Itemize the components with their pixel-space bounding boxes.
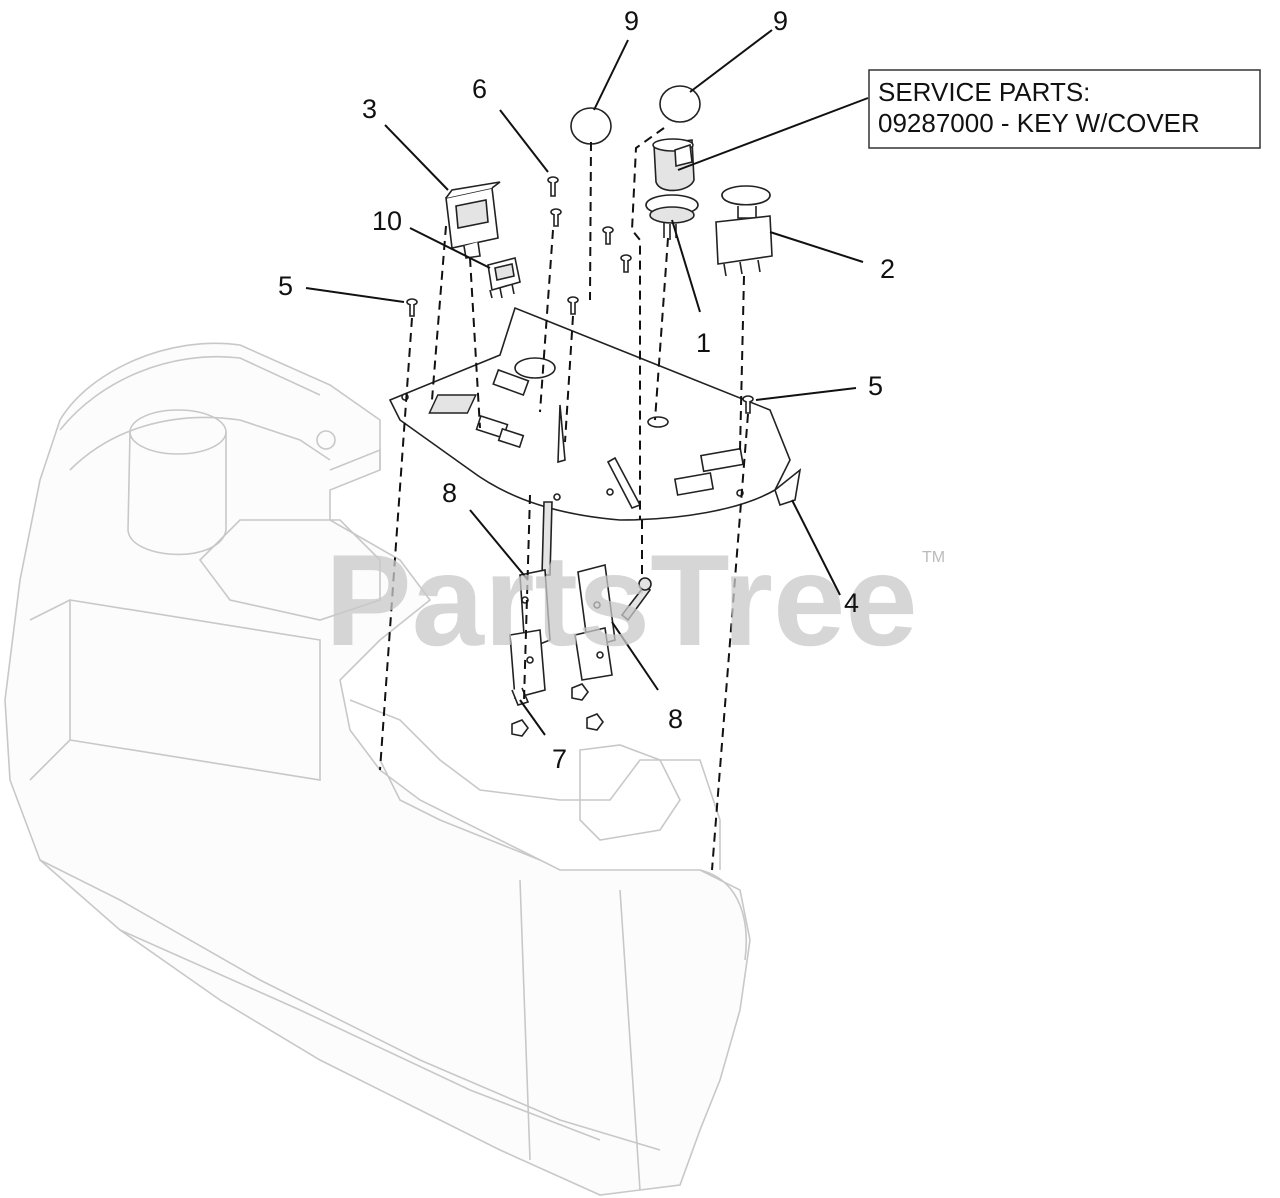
callout-numbers: 9 9 3 6 10 5 2 1 5 8 4 8 7: [278, 6, 895, 774]
console-housing: [4, 342, 751, 1196]
callout-3: 3: [362, 94, 377, 124]
watermark-trademark: TM: [922, 549, 945, 566]
pto-switch: [715, 185, 773, 277]
bracket-right: [574, 563, 652, 681]
nuts: [511, 683, 604, 737]
callout-1: 1: [696, 328, 711, 358]
knob-right: [659, 85, 701, 123]
service-note-line1: SERVICE PARTS:: [878, 77, 1090, 107]
key-switch: [645, 138, 699, 240]
callout-7: 7: [552, 744, 567, 774]
watermark: PartsTree TM: [325, 527, 945, 673]
callout-4: 4: [844, 588, 859, 618]
service-parts-note: SERVICE PARTS: 09287000 - KEY W/COVER: [868, 69, 1261, 149]
rocker-switch: [445, 181, 501, 259]
assembly-lines: [379, 127, 749, 871]
callout-9-left: 9: [624, 6, 639, 36]
callout-2: 2: [880, 254, 895, 284]
knob-left: [570, 107, 612, 145]
callout-5-right: 5: [868, 371, 883, 401]
service-note-line2: 09287000 - KEY W/COVER: [878, 108, 1200, 138]
leader-lines: [305, 29, 869, 736]
watermark-brand: PartsTree: [325, 527, 918, 673]
callout-6: 6: [472, 74, 487, 104]
callout-5-left: 5: [278, 271, 293, 301]
small-switch: [487, 257, 521, 299]
screws: [406, 176, 754, 414]
mounting-plate: [388, 306, 802, 521]
callout-8-lower: 8: [668, 704, 683, 734]
callout-8-upper: 8: [442, 478, 457, 508]
callout-10: 10: [372, 206, 402, 236]
callout-9-right: 9: [773, 6, 788, 36]
